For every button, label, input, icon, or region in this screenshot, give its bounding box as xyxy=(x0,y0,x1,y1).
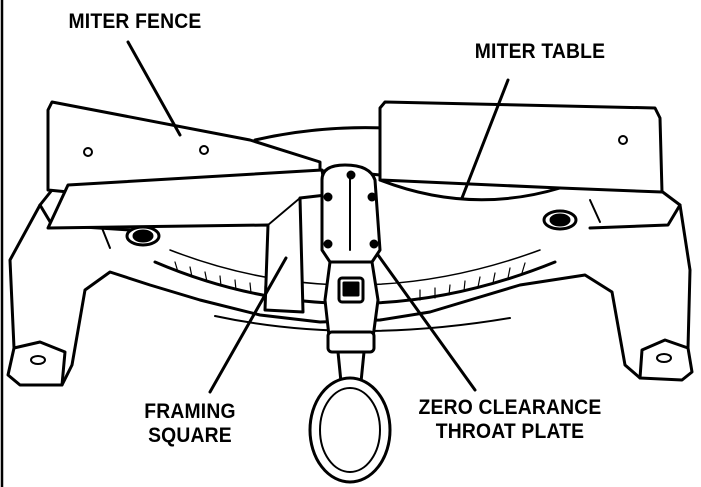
left-foot-hole xyxy=(30,355,46,365)
plate-top-screw xyxy=(346,170,356,180)
framing-square-edge xyxy=(267,197,301,226)
right-foot xyxy=(638,338,690,380)
leader-framing-square xyxy=(208,256,288,394)
leader-miter-fence xyxy=(126,40,182,137)
table-hole xyxy=(618,135,628,145)
leader-miter-table xyxy=(460,78,510,200)
plate-screw-1 xyxy=(323,192,333,202)
right-foot-hole xyxy=(656,353,672,363)
miter-table-front xyxy=(378,178,562,202)
plate-screw-2 xyxy=(367,192,377,202)
label-framing-square: FRAMING SQUARE xyxy=(107,400,273,448)
right-rib xyxy=(589,199,601,223)
left-foot xyxy=(12,340,67,387)
label-zero-clearance: ZERO CLEARANCE THROAT PLATE xyxy=(390,396,629,444)
label-framing-square-line1: FRAMING xyxy=(144,400,236,423)
left-table-bolt xyxy=(125,225,161,247)
leader-throat-plate xyxy=(376,253,477,392)
miter-lock-window xyxy=(342,281,360,297)
label-miter-fence: MITER FENCE xyxy=(68,10,202,33)
miter-arm-collar xyxy=(326,330,376,354)
label-framing-square-line2: SQUARE xyxy=(148,424,232,447)
right-side-notch xyxy=(588,203,682,230)
fence-hole-2 xyxy=(199,145,209,155)
left-rib xyxy=(101,227,111,249)
fence-hole-1 xyxy=(83,147,93,157)
miter-fence-right xyxy=(378,100,664,194)
label-zero-clearance-line1: ZERO CLEARANCE xyxy=(418,396,602,419)
right-table-bolt xyxy=(542,209,578,231)
plate-screw-3 xyxy=(323,239,333,249)
miter-scale-left xyxy=(174,261,281,299)
miter-scale-right xyxy=(419,262,526,301)
label-miter-table: MITER TABLE xyxy=(474,40,606,63)
label-zero-clearance-line2: THROAT PLATE xyxy=(435,420,585,443)
plate-screw-4 xyxy=(369,239,379,249)
miter-handle-knob-face xyxy=(319,387,381,473)
